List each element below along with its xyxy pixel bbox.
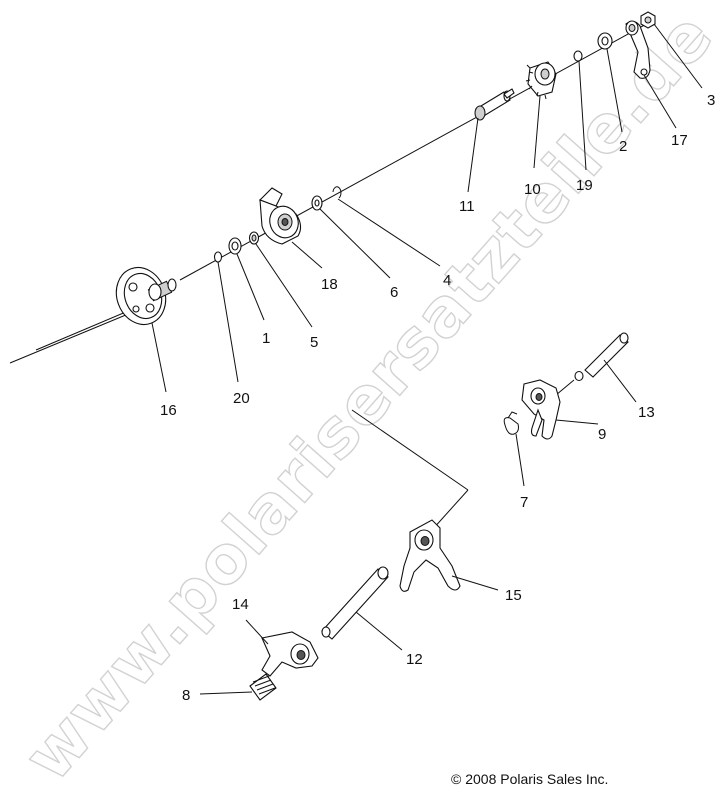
part-11-shift-shaft-pin xyxy=(474,88,515,121)
callout-2: 2 xyxy=(619,138,627,155)
callout-labels: 16 20 1 5 18 6 4 11 10 19 2 17 3 13 9 7 … xyxy=(160,92,715,704)
callout-11: 11 xyxy=(459,198,475,215)
callout-5: 5 xyxy=(310,334,318,351)
callout-20: 20 xyxy=(233,390,250,407)
callout-6: 6 xyxy=(390,284,398,301)
part-8-spring xyxy=(249,673,277,701)
part-16-shift-cam-plate xyxy=(115,266,177,326)
callout-16: 16 xyxy=(160,402,177,419)
part-17-shift-arm xyxy=(625,20,651,79)
callout-18: 18 xyxy=(321,276,338,293)
callout-14: 14 xyxy=(232,596,249,613)
callout-9: 9 xyxy=(598,426,606,443)
part-13-fork-rod xyxy=(549,332,629,401)
part-5-bushing xyxy=(248,231,260,245)
callout-8: 8 xyxy=(182,687,190,704)
part-2-washer xyxy=(597,32,613,50)
callout-10: 10 xyxy=(524,181,541,198)
part-9-shift-fork xyxy=(521,379,561,440)
callout-19: 19 xyxy=(576,177,593,194)
leader-lines xyxy=(151,23,703,695)
part-15-shift-fork xyxy=(399,519,461,592)
part-18-detent-housing xyxy=(259,187,302,245)
callout-7: 7 xyxy=(520,494,528,511)
part-7-spring-clip xyxy=(503,411,519,435)
part-20-washer xyxy=(213,251,223,263)
part-6-washer xyxy=(311,195,323,211)
part-3-nut xyxy=(640,11,656,29)
callout-13: 13 xyxy=(638,404,655,421)
callout-15: 15 xyxy=(505,587,522,604)
callout-1: 1 xyxy=(262,330,270,347)
copyright-notice: © 2008 Polaris Sales Inc. xyxy=(451,771,608,787)
part-1-washer xyxy=(228,237,242,255)
part-14-shift-fork xyxy=(261,631,319,677)
callout-12: 12 xyxy=(406,651,423,668)
callout-3: 3 xyxy=(707,92,715,109)
part-12-fork-rod xyxy=(321,409,469,640)
callout-4: 4 xyxy=(443,272,451,289)
part-4-retaining-ring xyxy=(332,186,342,199)
part-19-washer xyxy=(573,50,583,62)
callout-17: 17 xyxy=(671,132,688,149)
part-10-shift-gear xyxy=(525,61,557,100)
